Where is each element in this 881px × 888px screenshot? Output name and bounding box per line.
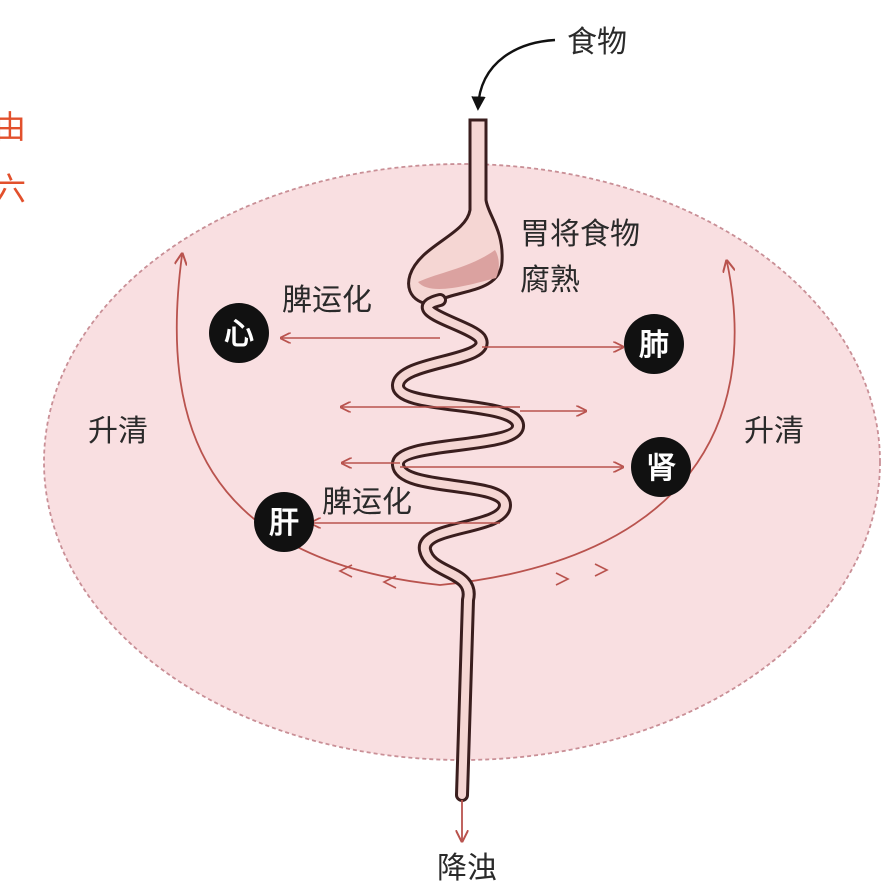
lung-label: 肺: [639, 328, 669, 363]
cut-text-line2: 六: [0, 170, 26, 208]
food-label: 食物: [567, 25, 627, 60]
ascend-label-left: 升清: [88, 414, 148, 449]
ascend-label-right: 升清: [744, 414, 804, 449]
descend-label: 降浊: [437, 851, 497, 886]
food-arrow: [478, 40, 555, 108]
cut-text-line1: 由: [0, 108, 26, 146]
spleen-label-upper: 脾运化: [282, 283, 372, 318]
heart-label: 心: [224, 317, 254, 352]
liver-label: 肝: [269, 506, 299, 541]
kidney-label: 肾: [646, 451, 676, 486]
spleen-label-lower: 脾运化: [322, 485, 412, 520]
stomach-label-line1: 胃将食物: [520, 217, 640, 252]
stomach-label-line2: 腐熟: [520, 263, 580, 298]
